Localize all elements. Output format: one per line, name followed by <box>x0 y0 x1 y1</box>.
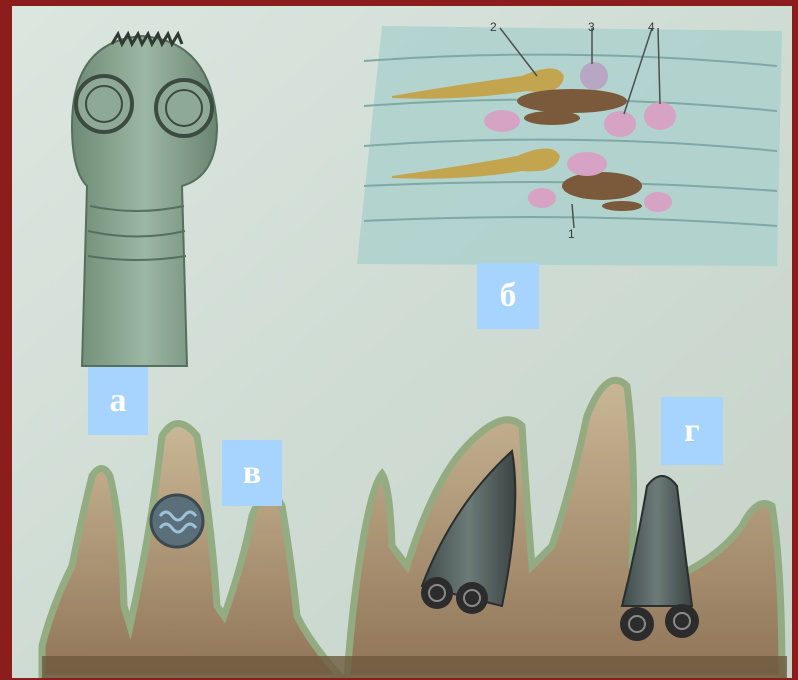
panel-label-b: б <box>477 263 539 329</box>
panel-label-g: г <box>661 397 723 465</box>
panel-label-v: в <box>222 440 282 506</box>
panel-b-segments: 2 3 4 1 <box>357 20 782 266</box>
panel-label-a: а <box>88 367 148 435</box>
tissue-base <box>42 656 787 678</box>
segment-number-2: 2 <box>490 20 497 34</box>
segment-number-3: 3 <box>588 20 595 34</box>
segment-number-4: 4 <box>648 20 655 34</box>
illustration-canvas: 2 3 4 1 <box>12 6 792 678</box>
illustration-svg: 2 3 4 1 <box>12 6 792 678</box>
segment-number-1: 1 <box>568 227 575 241</box>
